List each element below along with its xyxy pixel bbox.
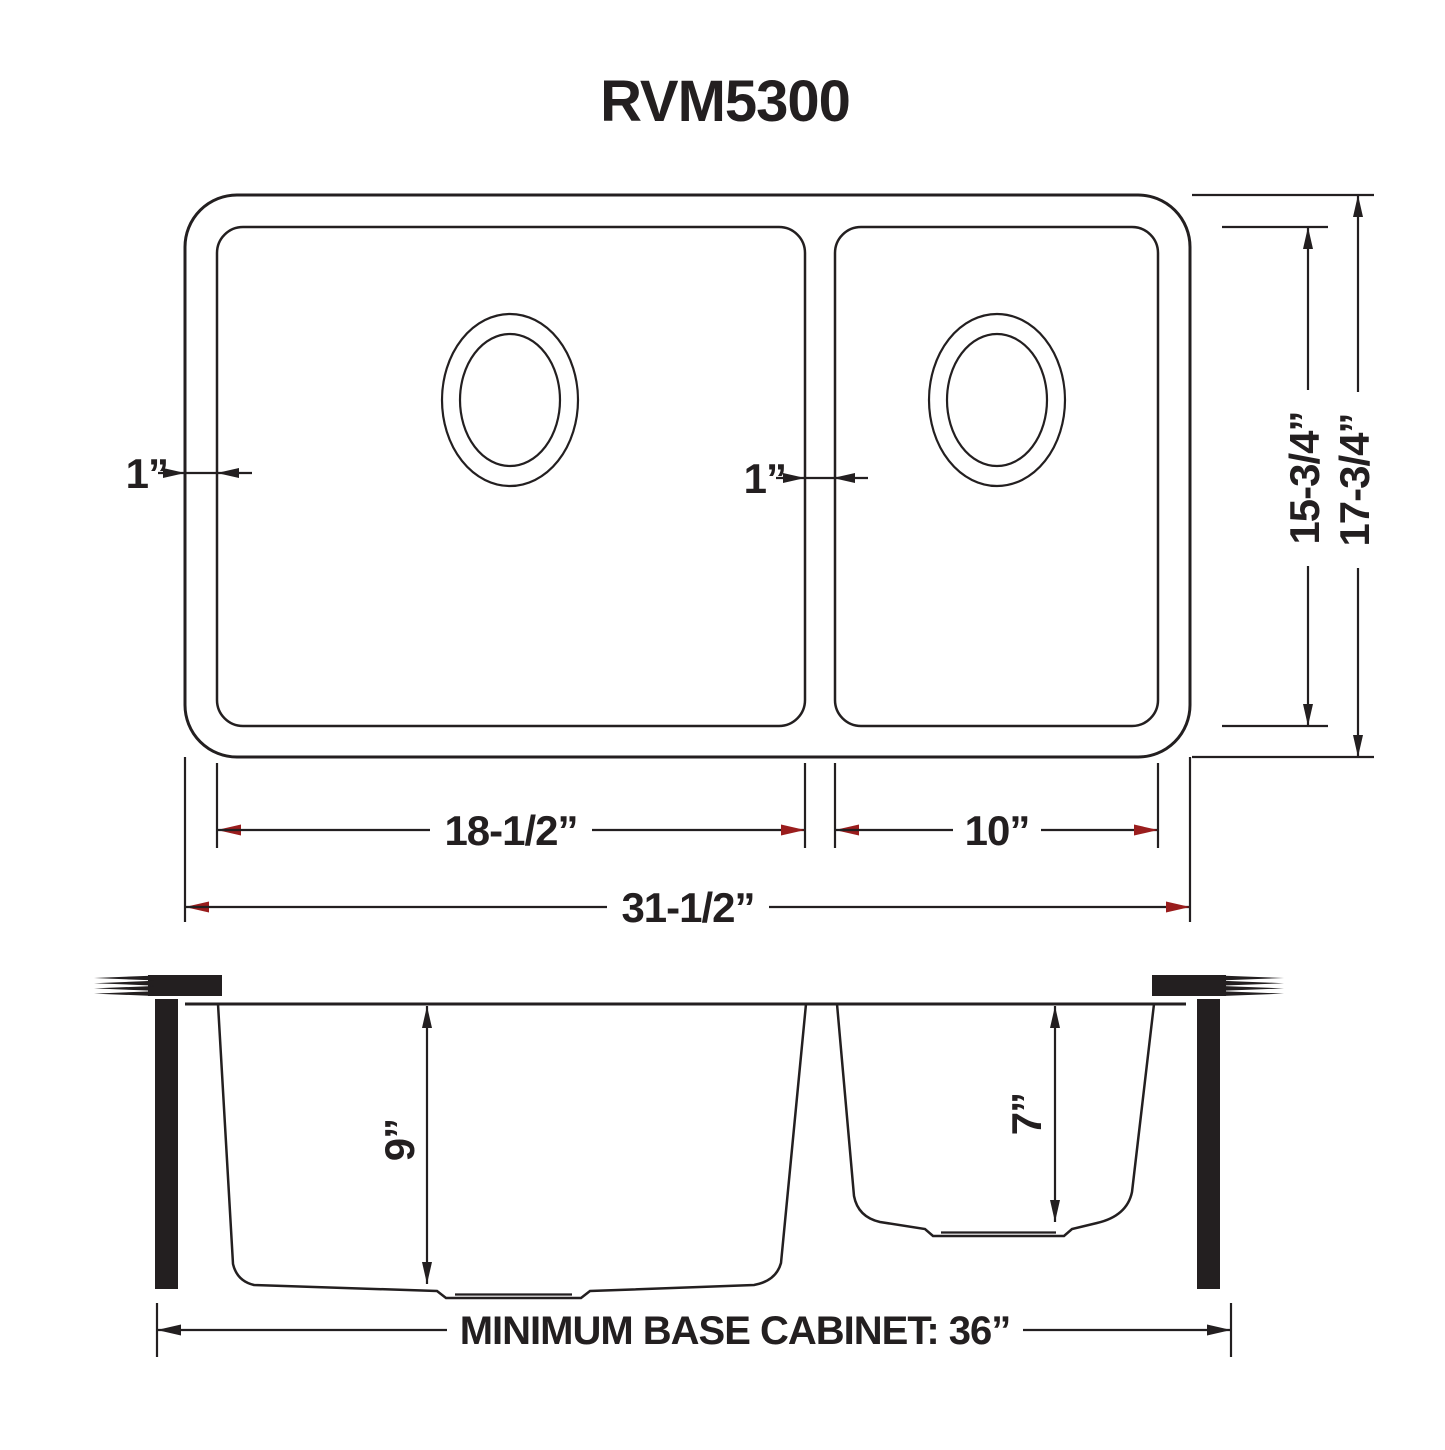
arrowhead-up-icon [1050,1006,1060,1028]
small-bowl-section [835,1003,1156,1238]
break-line-icon [94,986,154,991]
dim-label-overall-height: 17-3/4” [1331,413,1378,546]
arrowhead-down-icon [1303,704,1313,726]
break-line-icon [1222,991,1284,996]
dim-label-base-cabinet: MINIMUM BASE CABINET: 36” [460,1309,1011,1353]
large-bowl-outline [215,225,807,728]
dim-base-cabinet: MINIMUM BASE CABINET: 36” [155,1303,1233,1357]
sink-outer-rim [183,193,1192,759]
countertop-slab [1152,975,1226,996]
dim-label-small-bowl-width: 10” [965,807,1030,854]
dim-left-rim-reveal: 1” [126,450,252,497]
countertop-left [94,975,222,996]
model-number-title: RVM5300 [600,69,850,134]
dim-label-small-bowl-depth: 7” [1003,1093,1050,1135]
arrowhead-up-icon [1353,195,1363,217]
break-line-icon [94,975,154,981]
dim-divider-reveal: 1” [744,455,868,502]
dim-label-inner-height: 15-3/4” [1281,411,1328,544]
arrowhead-up-icon [422,1006,432,1028]
cabinet-wall-left [155,999,178,1289]
small-bowl-outline [833,225,1160,728]
break-line-icon [1222,975,1284,981]
small-bowl-drain-inner [945,332,1049,468]
arrowhead-down-icon [1050,1200,1060,1222]
break-line-icon [94,980,154,986]
dim-label-overall-width: 31-1/2” [621,884,754,931]
countertop-slab [148,975,222,996]
side-view: 9” 7” MINIMUM BASE CABINET: 36” [94,975,1284,1357]
arrowhead-right-icon [783,473,805,483]
dim-label-large-bowl-width: 18-1/2” [444,807,577,854]
dim-widths: 18-1/2” 10” 31-1/2” [183,757,1192,931]
dim-heights: 15-3/4” 17-3/4” [1192,193,1378,759]
dim-large-bowl-depth: 9” [376,1006,432,1284]
dim-small-bowl-depth: 7” [1003,1006,1060,1222]
break-line-icon [1222,980,1284,986]
break-line-icon [1222,986,1284,991]
countertop-right [1152,975,1284,996]
red-arrowhead-right-icon [781,824,805,836]
large-bowl-drain-inner [458,332,562,468]
dim-label-large-bowl-depth: 9” [376,1119,423,1161]
arrowhead-down-icon [422,1262,432,1284]
arrowhead-right-icon [163,468,185,478]
arrowhead-right-icon [1207,1324,1231,1336]
large-bowl-section [216,1003,808,1300]
large-bowl-drain-outer [440,312,580,488]
arrowhead-down-icon [1353,735,1363,757]
red-arrowhead-right-icon [1166,901,1190,913]
red-arrowhead-right-icon [1134,824,1158,836]
cabinet-wall-right [1197,999,1220,1289]
break-line-icon [94,991,154,996]
top-view: 1” 1” 15-3/4” [126,193,1378,931]
small-bowl-drain-outer [927,312,1067,488]
arrowhead-up-icon [1303,227,1313,249]
